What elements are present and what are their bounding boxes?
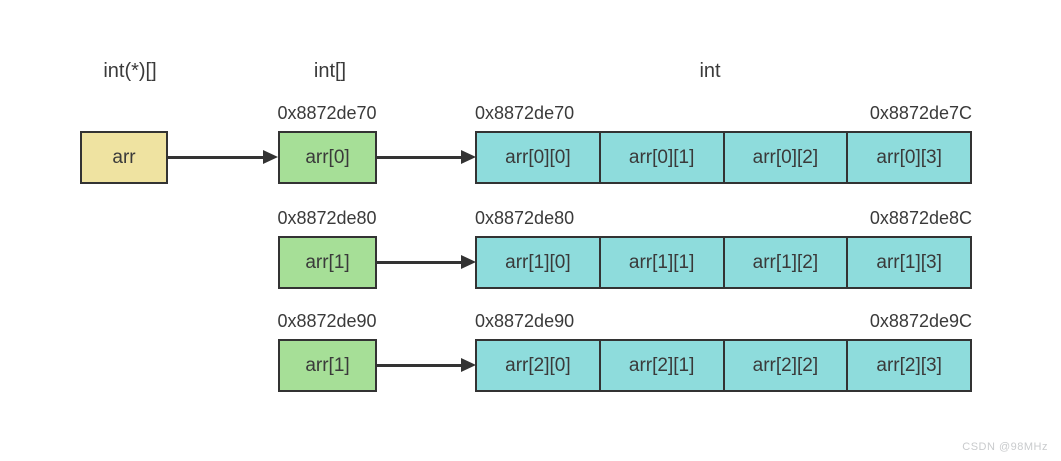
array-cell: arr[1][1] <box>598 236 725 289</box>
array-cell: arr[2][3] <box>846 339 972 392</box>
arrow-line <box>375 261 464 264</box>
arrow <box>375 358 476 373</box>
arrow-head-icon <box>461 358 476 372</box>
watermark: CSDN @98MHz <box>962 441 1048 453</box>
arrow-head-icon <box>263 150 278 164</box>
pointer-address: 0x8872de90 <box>277 311 377 331</box>
arrow <box>166 150 278 165</box>
arrow-line <box>375 156 464 159</box>
row-start-address: 0x8872de80 <box>475 208 575 228</box>
array-cell: arr[2][0] <box>475 339 601 392</box>
type-label-row-pointer: int[] <box>313 60 347 82</box>
row-end-address: 0x8872de9C <box>869 311 972 331</box>
array-cell: arr[2][2] <box>722 339 849 392</box>
type-label-pointer: int(*)[] <box>103 60 157 82</box>
array-cell: arr[1][0] <box>475 236 601 289</box>
array-row: arr[0][0] arr[0][1] arr[0][2] arr[0][3] <box>475 131 972 184</box>
array-cell: arr[0][0] <box>475 131 601 184</box>
arrow-head-icon <box>461 255 476 269</box>
row-start-address: 0x8872de70 <box>475 103 575 123</box>
arrow-head-icon <box>461 150 476 164</box>
arrow <box>375 150 476 165</box>
row-pointer-box: arr[0] <box>278 131 377 184</box>
array-cell: arr[1][2] <box>722 236 849 289</box>
array-cell: arr[0][1] <box>598 131 725 184</box>
arrow-line <box>375 364 464 367</box>
arrow <box>375 255 476 270</box>
row-end-address: 0x8872de7C <box>869 103 972 123</box>
array-cell: arr[1][3] <box>846 236 972 289</box>
array-cell: arr[2][1] <box>598 339 725 392</box>
pointer-address: 0x8872de80 <box>277 208 377 228</box>
array-row: arr[1][0] arr[1][1] arr[1][2] arr[1][3] <box>475 236 972 289</box>
array-row: arr[2][0] arr[2][1] arr[2][2] arr[2][3] <box>475 339 972 392</box>
pointer-address: 0x8872de70 <box>277 103 377 123</box>
row-pointer-box: arr[1] <box>278 236 377 289</box>
array-cell: arr[0][2] <box>722 131 849 184</box>
arrow-line <box>166 156 266 159</box>
pointer-box-arr: arr <box>80 131 168 184</box>
row-pointer-box: arr[1] <box>278 339 377 392</box>
row-end-address: 0x8872de8C <box>869 208 972 228</box>
row-start-address: 0x8872de90 <box>475 311 575 331</box>
array-cell: arr[0][3] <box>846 131 972 184</box>
type-label-element: int <box>699 60 721 82</box>
